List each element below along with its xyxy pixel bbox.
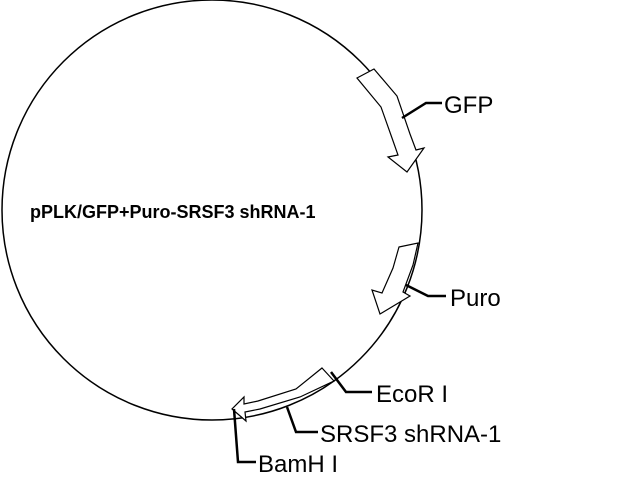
ecori-leader-line [330, 371, 372, 394]
ecori-label: EcoR I [376, 381, 448, 408]
srsf3-leader-line [285, 406, 318, 434]
bamhi-leader-line [232, 408, 256, 464]
puro-leader-line [405, 283, 446, 298]
srsf3-shrna-feature-arrow [231, 367, 335, 423]
srsf3-shrna-label: SRSF3 shRNA-1 [320, 421, 501, 448]
plasmid-name-label: pPLK/GFP+Puro-SRSF3 shRNA-1 [30, 202, 316, 222]
gfp-leader-line [401, 101, 442, 120]
gfp-label: GFP [444, 92, 493, 119]
puro-label: Puro [450, 285, 501, 312]
bamhi-label: BamH I [258, 451, 338, 478]
plasmid-backbone [1, 0, 423, 421]
gfp-feature-arrow [356, 68, 426, 173]
puro-feature-arrow [371, 242, 419, 315]
